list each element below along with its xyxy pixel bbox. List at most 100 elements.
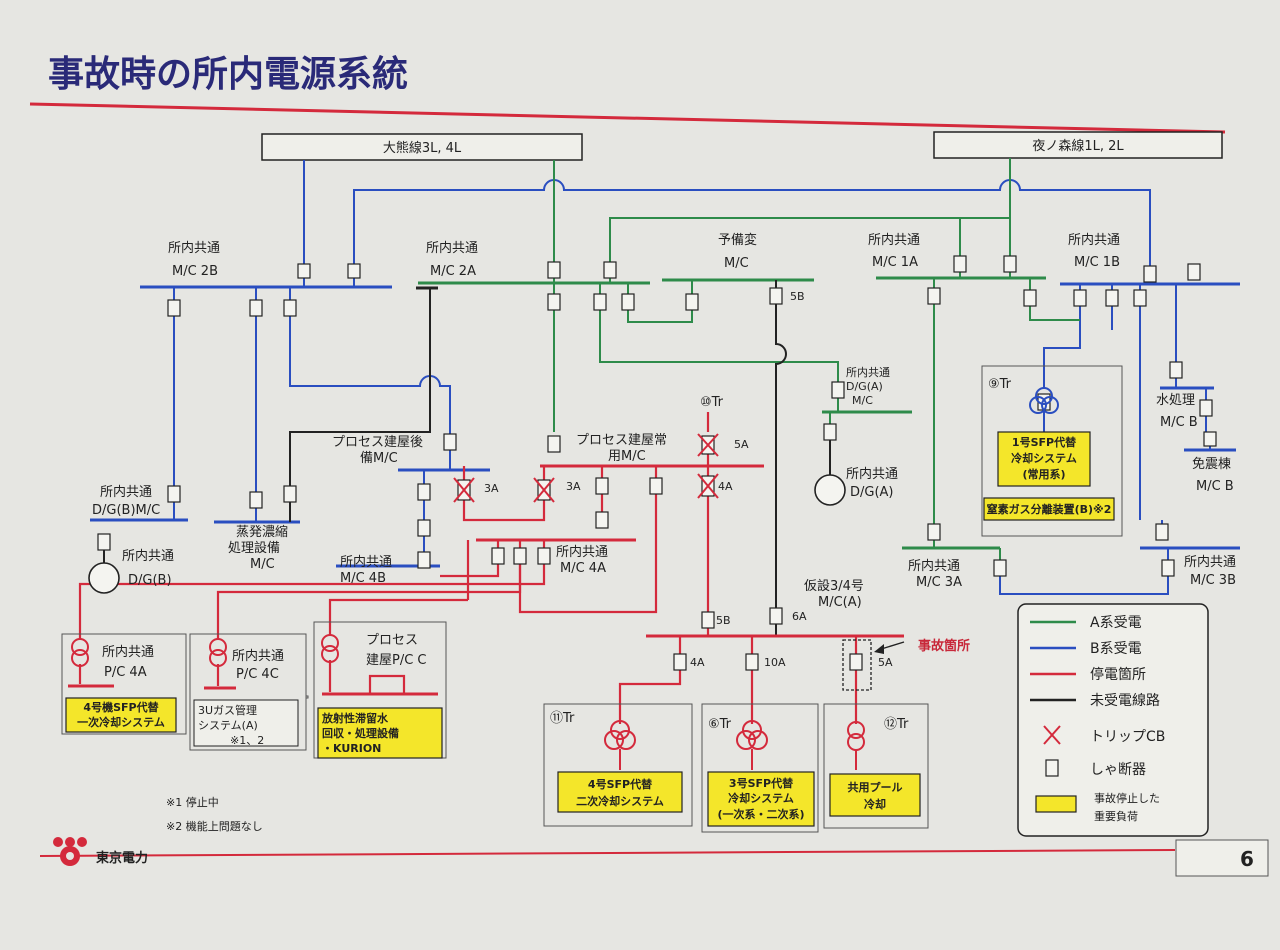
- legend: A系受電 B系受電 停電箇所 未受電線路 トリップCB しゃ断器 事故停止した …: [1017, 603, 1209, 837]
- breaker: [1143, 265, 1157, 283]
- tr12-label: ⑫Tr: [884, 717, 909, 732]
- legend-critical-label: 事故停止した: [1094, 791, 1160, 805]
- load-common-pool: [829, 773, 921, 817]
- pcc-l2: 建屋P/C C: [366, 653, 427, 668]
- mc3a-l1: 所内共通: [908, 558, 960, 574]
- transformer-tr12: [847, 721, 865, 770]
- mc3b-l2: M/C 3B: [1190, 573, 1236, 588]
- breaker: [1073, 289, 1087, 307]
- kasetsu-l2: M/C(A): [818, 595, 862, 610]
- load-nitrogen: [983, 497, 1115, 521]
- breaker: [1187, 263, 1201, 281]
- breaker: [1133, 289, 1147, 307]
- transformer-pc4a: [71, 638, 89, 667]
- breaker: [823, 423, 837, 441]
- breaker: [649, 477, 663, 495]
- load-gas3u-l2: システム(A): [198, 719, 258, 732]
- load-sfp4-secondary: [557, 771, 683, 813]
- mc3a-l2: M/C 3A: [916, 575, 962, 590]
- legend-outage-label: 停電箇所: [1090, 666, 1146, 683]
- breaker: [443, 433, 457, 451]
- yonomori-line-box: [933, 131, 1223, 159]
- breaker: [1161, 559, 1175, 577]
- load-gas3u-l1: 3Uガス管理: [198, 703, 257, 717]
- process-normal-l1: プロセス建屋常: [576, 433, 667, 448]
- panel-pc4a: [61, 633, 187, 735]
- load-sfp1-l3: (常用系): [1022, 467, 1065, 481]
- dga-mc-l1: 所内共通: [846, 365, 890, 379]
- breaker-label-3a-1: 3A: [484, 482, 499, 495]
- panel-tr9: [981, 365, 1123, 537]
- yobihen-l1: 予備変: [718, 232, 757, 248]
- page-number-box: [1175, 839, 1269, 877]
- mc4a-l1: 所内共通: [556, 544, 608, 560]
- breaker: [417, 551, 431, 569]
- breaker-label-5a-low: 5A: [878, 656, 893, 669]
- breaker-label-4a-low: 4A: [690, 656, 705, 669]
- breaker: [513, 547, 527, 565]
- process-back-l2: 備M/C: [360, 450, 398, 466]
- breaker-label-5a-up: 5A: [734, 438, 749, 451]
- breaker: [417, 483, 431, 501]
- dga-mc-l3: M/C: [852, 394, 873, 407]
- yonomori-line-label: 夜ノ森線1L, 2L: [1032, 138, 1124, 154]
- tepco-logo: [53, 837, 87, 866]
- dga-mc-l2: D/G(A): [846, 380, 883, 393]
- transformer-tr9: [1029, 387, 1059, 432]
- mc1b-l1: 所内共通: [1068, 232, 1120, 248]
- breaker: [167, 485, 181, 503]
- breaker: [595, 477, 609, 495]
- note-2: ※2 機能上問題なし: [166, 819, 263, 833]
- breaker: [491, 547, 505, 565]
- breaker-labels: 5B 3A 3A 4A 5A 5B 6A 4A 10A 5A: [484, 290, 893, 669]
- breaker: [1003, 255, 1017, 273]
- breaker-label-3a-2: 3A: [566, 480, 581, 493]
- breaker: [1023, 289, 1037, 307]
- mc2b-l1: 所内共通: [168, 240, 220, 256]
- mc3b-l1: 所内共通: [1184, 554, 1236, 570]
- pc4a-l1: 所内共通: [102, 644, 154, 660]
- breaker: [167, 299, 181, 317]
- load-sfp4-secondary-l1: 4号SFP代替: [588, 777, 653, 791]
- load-sfp4-primary: [65, 697, 177, 733]
- legend-a-label: A系受電: [1090, 615, 1142, 631]
- load-pool-l2: 冷却: [864, 797, 886, 811]
- panel-pc4c: [189, 633, 307, 751]
- load-radioactive-l1: 放射性滞留水: [321, 711, 389, 725]
- page-title: 事故時の所内電源系統: [48, 54, 408, 95]
- kasetsu-l1: 仮設3/4号: [804, 578, 864, 594]
- company-name: 東京電力: [96, 850, 148, 866]
- trip-cb-4a: [697, 473, 719, 499]
- menshin-l1: 免震棟: [1192, 457, 1231, 472]
- load-pool-l1: 共用プール: [848, 780, 903, 794]
- tr10-label: ⑩Tr: [700, 395, 724, 410]
- breaker: [547, 293, 561, 311]
- mc1b-l2: M/C 1B: [1074, 255, 1120, 270]
- legend-critical-label-2: 重要負荷: [1094, 809, 1138, 823]
- evap-l1: 蒸発濃縮: [236, 524, 288, 540]
- pc4c-l2: P/C 4C: [236, 667, 279, 682]
- fault-label: 事故箇所: [918, 638, 970, 654]
- panel-tr12: [823, 703, 929, 829]
- load-sfp3-l2: 冷却システム: [728, 791, 794, 805]
- panel-tr6: [701, 703, 819, 833]
- breaker: [595, 511, 609, 529]
- breaker: [685, 293, 699, 311]
- legend-b-label: B系受電: [1090, 641, 1142, 657]
- tr11-label: ⑪Tr: [550, 711, 575, 726]
- load-sfp1: [997, 431, 1091, 487]
- trip-cb-3a-right: [533, 477, 555, 503]
- generator-dg-a: [814, 474, 846, 506]
- note-1: ※1 停止中: [166, 795, 219, 809]
- yobihen-l2: M/C: [724, 256, 749, 271]
- legend-trip-label: トリップCB: [1090, 729, 1165, 745]
- breaker: [593, 293, 607, 311]
- dgb-mc-l2: D/G(B)M/C: [92, 503, 160, 518]
- breaker: [249, 491, 263, 509]
- mc1a-l1: 所内共通: [868, 232, 920, 248]
- breaker: [993, 559, 1007, 577]
- process-normal-l2: 用M/C: [608, 449, 646, 464]
- breaker: [283, 485, 297, 503]
- bus-labels: 所内共通 M/C 2B 所内共通 M/C 2A 予備変 M/C 所内共通 M/C…: [92, 232, 1236, 610]
